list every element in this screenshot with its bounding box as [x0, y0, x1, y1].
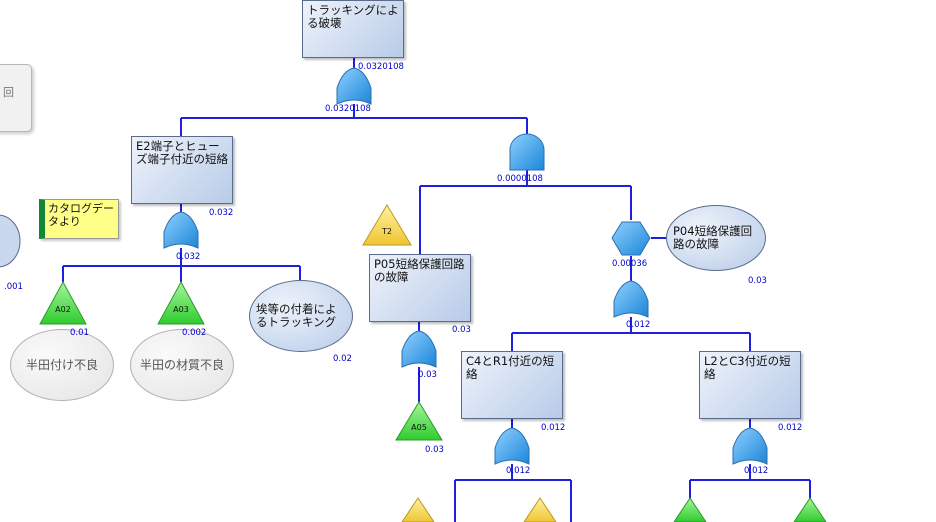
- transfer-bottom-1[interactable]: [401, 497, 435, 522]
- transfer-a05[interactable]: [395, 401, 443, 441]
- prob-a02: 0.01: [70, 328, 89, 338]
- prob-a03: 0.002: [182, 328, 207, 338]
- t2-label: T2: [382, 227, 392, 236]
- prob-top: 0.0320108: [358, 62, 404, 72]
- side-panel-fragment[interactable]: 回: [0, 64, 32, 132]
- event-circle-partial[interactable]: [0, 214, 21, 268]
- prob-c4r1: 0.012: [541, 423, 566, 433]
- material-event-ellipse[interactable]: 半田の材質不良: [130, 329, 234, 401]
- hexagon-gate[interactable]: [611, 221, 651, 256]
- dust-event-label: 埃等の付着によるトラッキング: [256, 302, 337, 329]
- p05-event-box[interactable]: P05短絡保護回路の故障: [369, 254, 471, 322]
- prob-p04: 0.03: [748, 276, 767, 286]
- prob-a05: 0.03: [425, 445, 444, 455]
- l2c3-event-box[interactable]: L2とC3付近の短絡: [699, 351, 801, 419]
- transfer-a03[interactable]: [157, 280, 205, 325]
- connector-lines: [62, 58, 811, 522]
- c4r1-event-label: C4とR1付近の短絡: [466, 354, 555, 381]
- p04-event-ellipse[interactable]: P04短絡保護回路の故障: [666, 205, 766, 271]
- prob-l2c3-gate: 0.012: [744, 466, 769, 476]
- or-gate-p04[interactable]: [613, 280, 649, 318]
- a05-label: A05: [411, 423, 427, 432]
- p04-event-label: P04短絡保護回路の故障: [673, 224, 753, 251]
- p05-event-label: P05短絡保護回路の故障: [374, 257, 465, 284]
- or-gate-l2c3[interactable]: [732, 427, 768, 465]
- a03-label: A03: [173, 305, 189, 314]
- a02-label: A02: [55, 305, 71, 314]
- prob-c4r1-gate: 0.012: [506, 466, 531, 476]
- prob-dust: 0.02: [333, 354, 352, 364]
- transfer-a02[interactable]: [39, 280, 87, 325]
- or-gate-e2[interactable]: [163, 211, 199, 249]
- prob-e2-gate: 0.032: [176, 252, 201, 262]
- transfer-bottom-3[interactable]: [673, 497, 707, 522]
- prob-top-gate: 0.0320108: [325, 104, 371, 114]
- or-gates: [163, 67, 768, 465]
- transfer-t2[interactable]: [362, 204, 412, 246]
- transfer-bottom-4[interactable]: [793, 497, 827, 522]
- catalog-note[interactable]: カタログデータより: [39, 199, 119, 239]
- panel-glyph: 回: [3, 86, 14, 99]
- c4r1-event-box[interactable]: C4とR1付近の短絡: [461, 351, 563, 419]
- prob-and-gate: 0.0000108: [497, 174, 543, 184]
- prob-left-edge: .001: [4, 282, 23, 292]
- prob-hex-gate: 0.00036: [612, 259, 648, 269]
- e2-event-box[interactable]: E2端子とヒューズ端子付近の短絡: [131, 136, 233, 204]
- prob-p04-gate: 0.012: [626, 320, 651, 330]
- transfer-symbols: [39, 204, 827, 522]
- dust-event-ellipse[interactable]: 埃等の付着によるトラッキング: [249, 280, 353, 352]
- top-event-label: トラッキングによる破壊: [307, 3, 399, 30]
- solder-event-ellipse[interactable]: 半田付け不良: [10, 329, 114, 401]
- transfer-bottom-2[interactable]: [523, 497, 557, 522]
- or-gate-c4r1[interactable]: [494, 427, 530, 465]
- prob-l2c3: 0.012: [778, 423, 803, 433]
- l2c3-event-label: L2とC3付近の短絡: [704, 354, 791, 381]
- and-gate[interactable]: [509, 133, 545, 171]
- material-event-label: 半田の材質不良: [139, 357, 224, 372]
- prob-p05-gate: 0.03: [418, 370, 437, 380]
- prob-e2: 0.032: [209, 208, 234, 218]
- solder-event-label: 半田付け不良: [25, 357, 98, 372]
- or-gate-p05[interactable]: [401, 330, 437, 368]
- top-event-box[interactable]: トラッキングによる破壊: [302, 0, 404, 58]
- e2-event-label: E2端子とヒューズ端子付近の短絡: [136, 139, 228, 166]
- or-gate-top[interactable]: [336, 67, 372, 105]
- prob-p05: 0.03: [452, 325, 471, 335]
